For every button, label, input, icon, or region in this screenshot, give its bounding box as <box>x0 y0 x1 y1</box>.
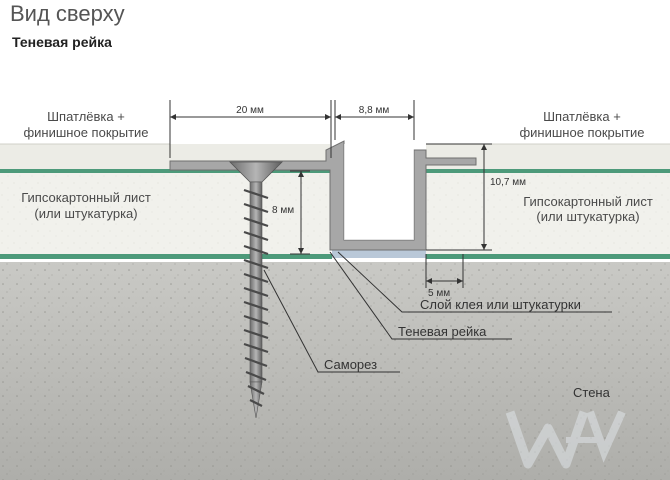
callout-wall: Стена <box>573 385 611 400</box>
left-board-label-2: (или штукатурка) <box>34 206 137 221</box>
dim-flange-width: 20 мм <box>236 105 264 116</box>
dim-board-depth: 8 мм <box>272 205 294 216</box>
w-logo-icon <box>505 410 626 469</box>
right-board-label-1: Гипсокартонный лист <box>523 194 653 209</box>
board-back-right <box>426 254 670 259</box>
finish-layer-right <box>426 144 670 170</box>
board-face-left <box>0 169 330 173</box>
screw-icon <box>229 161 283 419</box>
page-subtitle: Теневая рейка <box>12 34 112 50</box>
dim-channel-width: 8,8 мм <box>359 105 390 116</box>
callout-glue-layer: Слой клея или штукатурки <box>420 297 581 312</box>
left-finish-label-1: Шпатлёвка + <box>47 109 125 124</box>
board-back-left <box>0 254 332 259</box>
callout-shadow-rail: Теневая рейка <box>398 324 487 339</box>
dim-bottom-gap: 5 мм <box>428 288 450 299</box>
shadow-rail-channel <box>344 144 414 240</box>
right-board-label-2: (или штукатурка) <box>536 209 639 224</box>
board-face-right <box>426 169 670 173</box>
right-finish-label-2: финишное покрытие <box>519 125 644 140</box>
page-title: Вид сверху <box>10 1 125 26</box>
dim-profile-depth: 10,7 мм <box>490 177 526 188</box>
left-board-label-1: Гипсокартонный лист <box>21 190 151 205</box>
callout-screw: Саморез <box>324 357 377 372</box>
left-finish-label-2: финишное покрытие <box>23 125 148 140</box>
right-finish-label-1: Шпатлёвка + <box>543 109 621 124</box>
glue-layer <box>332 249 426 258</box>
plasterboard-right-texture <box>426 171 670 256</box>
plasterboard-left-texture <box>0 171 330 256</box>
